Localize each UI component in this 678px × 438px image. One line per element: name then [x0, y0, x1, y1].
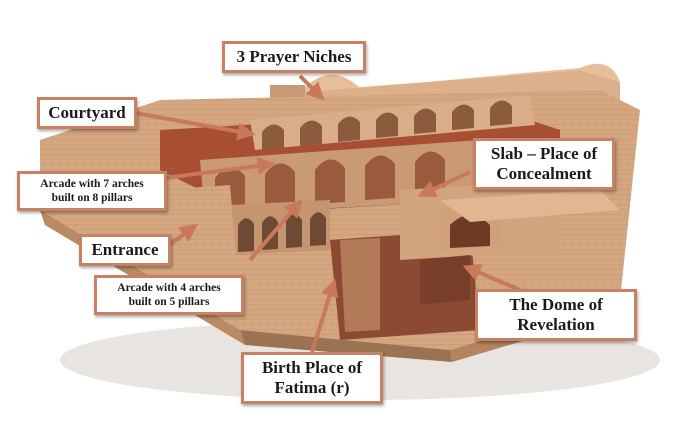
- label-entrance-text: Entrance: [91, 239, 159, 259]
- label-dome-line1: The Dome of: [509, 294, 603, 314]
- arrow-slab: [417, 170, 471, 198]
- label-arcade-seven-line1: Arcade with 7 arches: [40, 177, 144, 190]
- label-entrance: Entrance: [79, 234, 171, 266]
- label-slab-line1: Slab – Place of: [490, 143, 598, 163]
- arrow-dome: [462, 264, 521, 292]
- label-arcade-four: Arcade with 4 arches built on 5 pillars: [94, 275, 244, 315]
- arrow-arcade-4: [248, 199, 303, 262]
- dome-room: [440, 190, 620, 250]
- label-arcade-seven: Arcade with 7 arches built on 8 pillars: [17, 171, 167, 211]
- label-arcade-four-line2: built on 5 pillars: [128, 296, 210, 308]
- arrow-birth-place: [310, 278, 339, 353]
- label-prayer-niches: 3 Prayer Niches: [222, 41, 366, 73]
- arrow-arcade-7: [164, 156, 276, 180]
- label-courtyard-text: Courtyard: [48, 102, 126, 122]
- label-birth-place-line2: Fatima (r): [274, 378, 350, 397]
- label-dome: The Dome of Revelation: [475, 289, 637, 341]
- label-slab: Slab – Place of Concealment: [473, 138, 615, 190]
- label-arcade-seven-line2: built on 8 pillars: [51, 192, 133, 204]
- label-birth-place-line1: Birth Place of: [261, 357, 363, 377]
- arrow-courtyard: [134, 111, 256, 141]
- label-dome-line2: Revelation: [517, 315, 595, 334]
- label-slab-line2: Concealment: [496, 164, 592, 183]
- label-arcade-four-line1: Arcade with 4 arches: [117, 281, 221, 294]
- annotation-arrows: [134, 74, 521, 353]
- label-courtyard: Courtyard: [37, 97, 137, 129]
- label-birth-place: Birth Place of Fatima (r): [241, 352, 383, 404]
- label-prayer-niches-text: 3 Prayer Niches: [236, 46, 352, 66]
- arrow-prayer-niches: [298, 74, 325, 101]
